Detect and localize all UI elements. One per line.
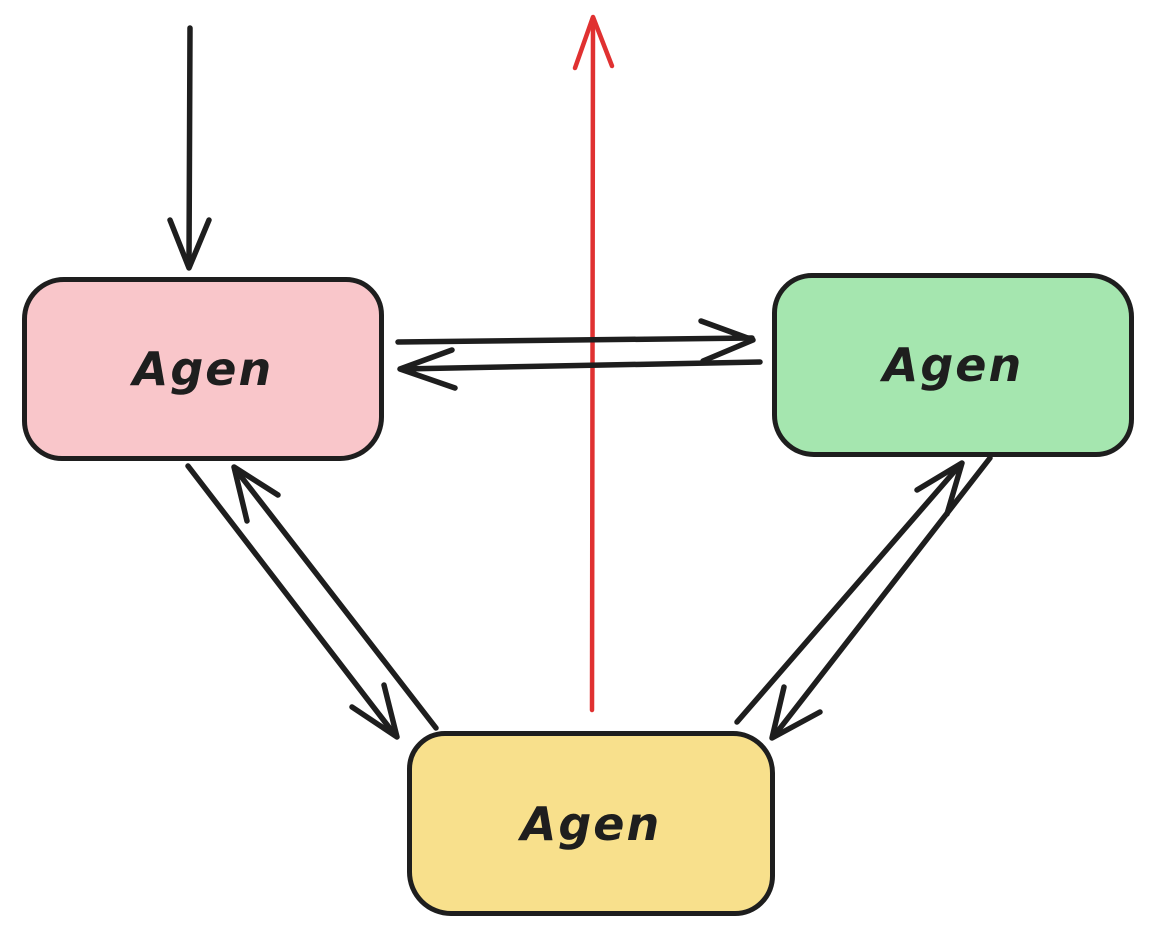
agent-node-yellow-label: Agen [520,796,662,851]
yellow-to-green-arrow [734,460,965,725]
green-to-pink-arrow [397,347,763,391]
agent-node-green-label: Agen [882,338,1024,392]
pink-to-green-arrow [395,318,756,364]
agent-node-green: Agen [772,273,1134,457]
agent-node-pink-label: Agen [132,342,274,396]
pink-to-yellow-arrow [185,463,400,740]
agent-node-yellow: Agen [407,731,775,916]
yellow-to-pink-arrow [231,464,439,731]
agent-node-pink: Agen [22,277,384,461]
green-to-yellow-arrow [769,455,993,741]
incoming-top-arrow [167,25,212,271]
